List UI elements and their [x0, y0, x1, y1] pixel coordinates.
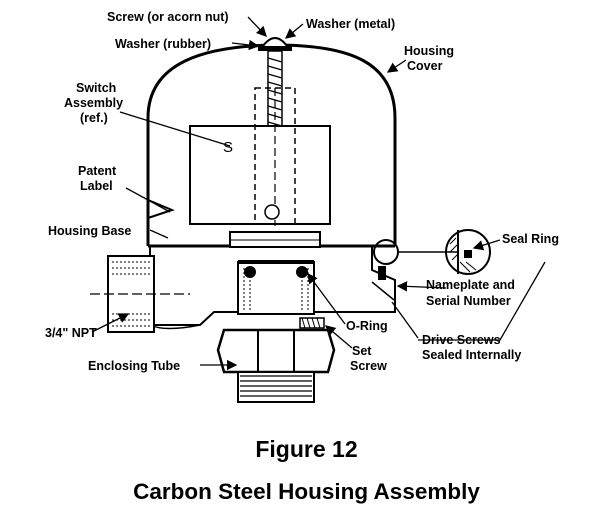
- label-washer-metal: Washer (metal): [306, 17, 395, 31]
- label-enclosing-tube: Enclosing Tube: [88, 359, 180, 373]
- label-housing-cover-1: Housing: [404, 44, 454, 58]
- figure-number: Figure 12: [255, 436, 358, 462]
- drive-screws: [371, 266, 395, 301]
- label-switch-3: (ref.): [80, 111, 108, 125]
- label-drive-screws-1: Drive Screws: [422, 333, 501, 347]
- labels: Screw (or acorn nut) Washer (metal) Wash…: [45, 10, 559, 373]
- tube-thread: [237, 371, 315, 403]
- switch-glyph: S: [223, 139, 233, 156]
- housing-assembly-diagram: S: [45, 10, 559, 403]
- label-screw: Screw (or acorn nut): [107, 10, 229, 24]
- label-o-ring: O-Ring: [346, 319, 388, 333]
- label-set-screw-1: Set: [352, 344, 372, 358]
- label-housing-cover-2: Cover: [407, 59, 443, 73]
- label-switch-1: Switch: [76, 81, 116, 95]
- label-patent-1: Patent: [78, 164, 117, 178]
- label-housing-base: Housing Base: [48, 224, 131, 238]
- label-seal-ring: Seal Ring: [502, 232, 559, 246]
- switch-mount: [229, 231, 321, 248]
- o-ring: [296, 266, 308, 278]
- set-screw: [299, 317, 325, 329]
- npt-inlet: [90, 255, 190, 333]
- leader-lines: [91, 16, 546, 371]
- switch-assembly: S: [189, 87, 331, 226]
- label-patent-2: Label: [80, 179, 113, 193]
- label-washer-rubber: Washer (rubber): [115, 37, 211, 51]
- label-set-screw-2: Screw: [350, 359, 387, 373]
- figure-title: Carbon Steel Housing Assembly: [133, 479, 480, 504]
- seal-ring-detail: [445, 229, 491, 275]
- label-drive-screws-2: Sealed Internally: [422, 348, 521, 362]
- patent-label-mark: [147, 199, 175, 219]
- label-nameplate-1: Nameplate and: [426, 278, 515, 292]
- label-npt: 3/4" NPT: [45, 326, 97, 340]
- seal-ring-callout-circle: [373, 239, 399, 265]
- label-switch-2: Assembly: [64, 96, 123, 110]
- label-nameplate-2: Serial Number: [426, 294, 511, 308]
- hex-nut: [216, 328, 336, 374]
